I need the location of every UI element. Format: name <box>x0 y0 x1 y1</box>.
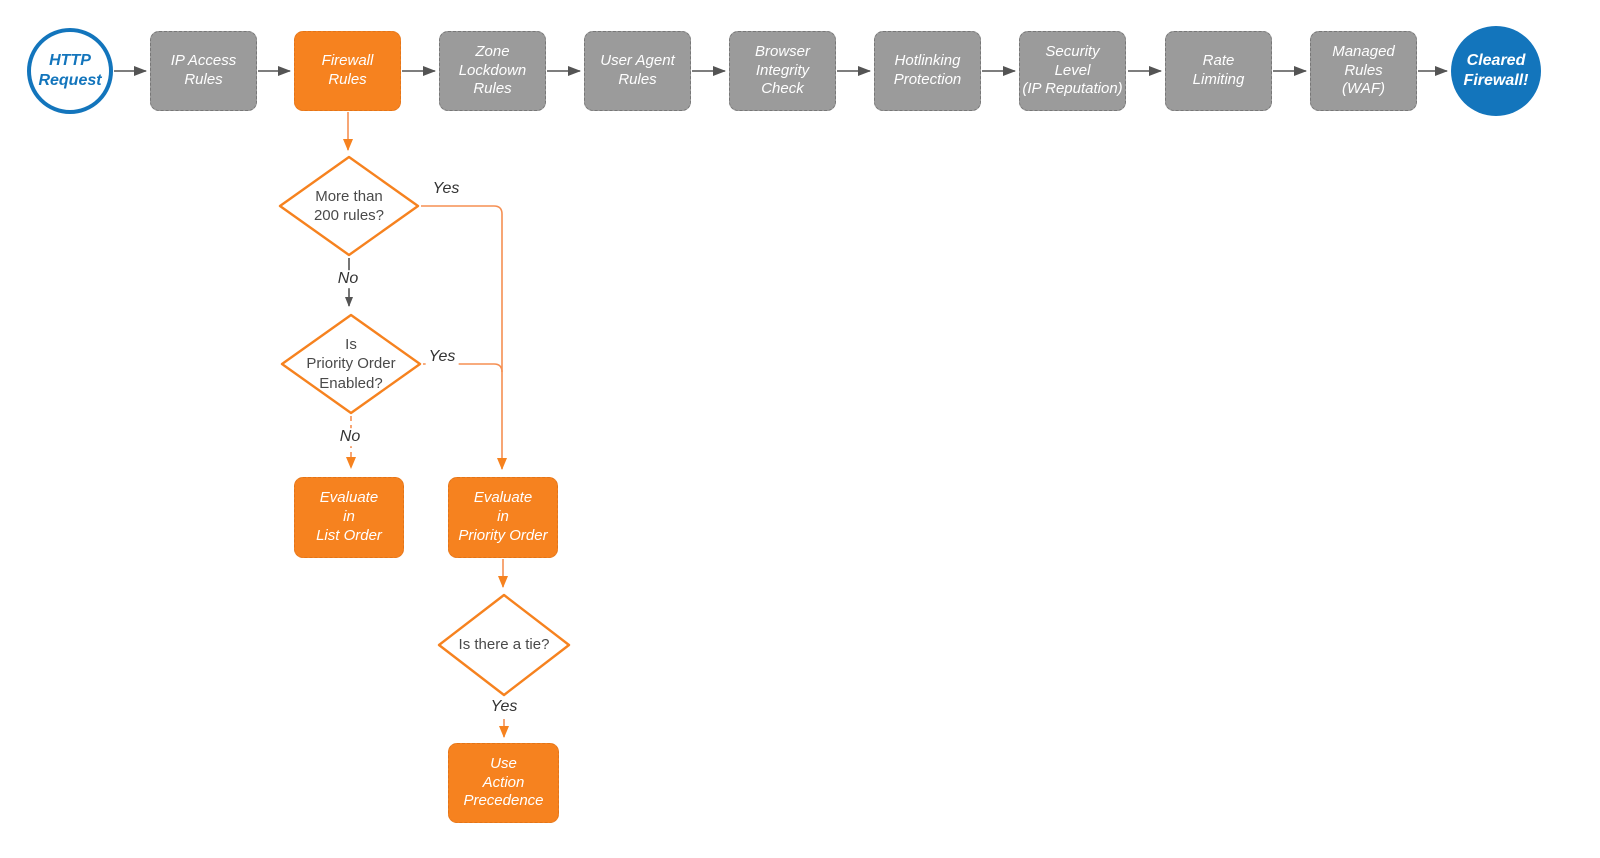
step-label: User Agent Rules <box>600 52 675 88</box>
step-label: Rate Limiting <box>1192 52 1245 88</box>
diamond-shape <box>437 593 571 697</box>
step-zone-lockdown-rules: Zone Lockdown Rules <box>439 31 546 111</box>
diamond-shape <box>280 313 422 415</box>
step-firewall-rules: Firewall Rules <box>294 31 401 111</box>
step-label: Firewall Rules <box>321 52 374 88</box>
edge-label-yes: Yes <box>487 698 521 716</box>
step-ip-access-rules: IP Access Rules <box>150 31 257 111</box>
step-rate-limiting: Rate Limiting <box>1165 31 1272 111</box>
action-use-action-precedence: Use Action Precedence <box>448 743 559 823</box>
step-security-level: Security Level (IP Reputation) <box>1019 31 1126 111</box>
edge-label-yes: Yes <box>429 180 463 198</box>
step-label: Managed Rules (WAF) <box>1332 42 1395 98</box>
action-label: Evaluate in Priority Order <box>458 489 548 544</box>
action-label: Use Action Precedence <box>463 754 544 810</box>
node-http-request: HTTP Request <box>27 28 113 114</box>
node-cleared-firewall: Cleared Firewall! <box>1451 26 1541 116</box>
step-managed-rules-waf: Managed Rules (WAF) <box>1310 31 1417 111</box>
decision-more-than-200-rules: More than 200 rules? <box>277 154 421 258</box>
decision-priority-order-enabled: Is Priority Order Enabled? <box>279 312 423 416</box>
diamond-shape <box>278 155 420 257</box>
edge-label-no: No <box>336 428 364 446</box>
decision-label: Is there a tie? <box>458 636 550 654</box>
step-user-agent-rules: User Agent Rules <box>584 31 691 111</box>
step-hotlinking-protection: Hotlinking Protection <box>874 31 981 111</box>
decision-label: More than 200 rules? <box>313 187 385 224</box>
step-label: Hotlinking Protection <box>893 52 962 88</box>
decision-label: Is Priority Order Enabled? <box>306 336 396 392</box>
step-label: Security Level (IP Reputation) <box>1022 42 1123 98</box>
decision-is-there-a-tie: Is there a tie? <box>436 592 572 698</box>
node-label: HTTP Request <box>38 52 102 89</box>
step-browser-integrity-check: Browser Integrity Check <box>729 31 836 111</box>
action-evaluate-in-priority-order: Evaluate in Priority Order <box>448 477 558 558</box>
action-evaluate-in-list-order: Evaluate in List Order <box>294 477 404 558</box>
step-label: Browser Integrity Check <box>754 42 810 98</box>
edge-label-no: No <box>334 270 362 288</box>
action-label: Evaluate in List Order <box>316 489 382 544</box>
node-label: Cleared Firewall! <box>1463 52 1529 89</box>
step-label: IP Access Rules <box>170 52 237 88</box>
step-label: Zone Lockdown Rules <box>458 42 527 98</box>
edge-label-yes: Yes <box>425 348 459 366</box>
